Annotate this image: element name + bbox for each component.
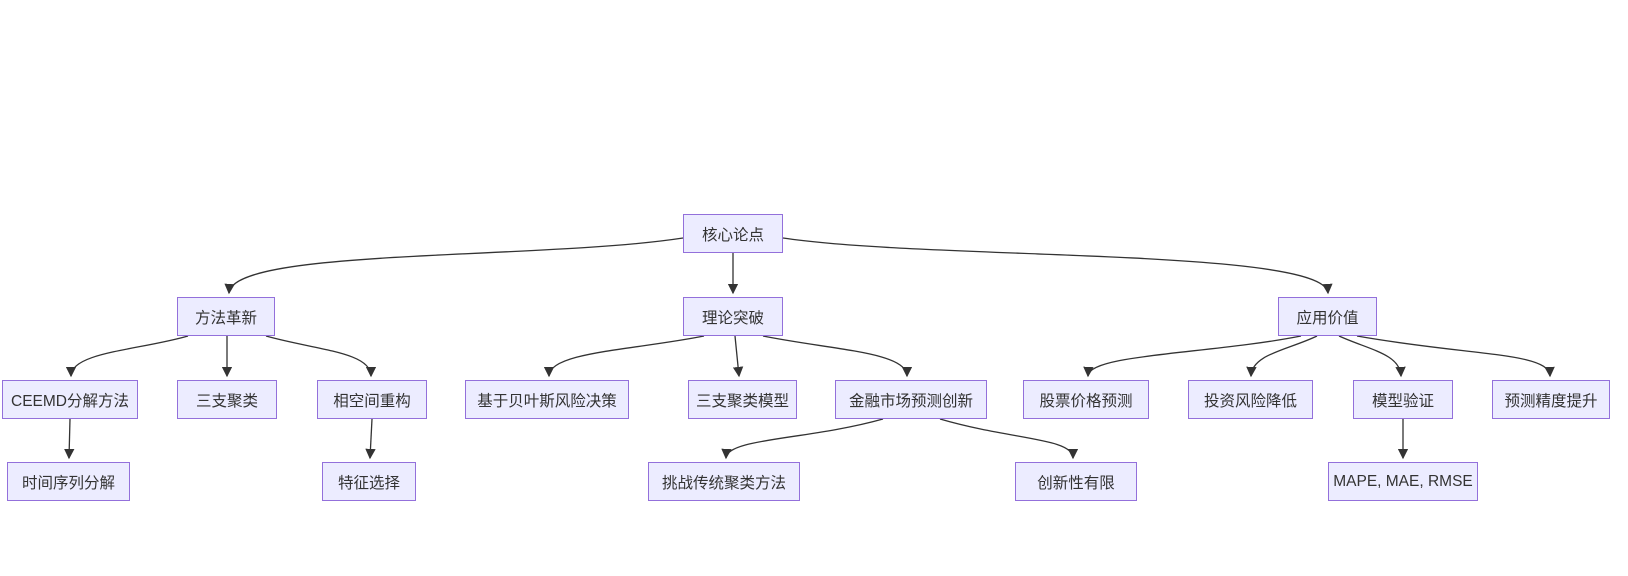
node-method-innovation: 方法革新 xyxy=(177,297,275,336)
node-model-validation: 模型验证 xyxy=(1353,380,1453,419)
edge-theory-breakthrough-financial-market-forecast-innovation xyxy=(762,335,913,378)
node-stock-price-prediction: 股票价格预测 xyxy=(1023,380,1149,419)
edge-financial-market-forecast-innovation-challenge-traditional-clustering xyxy=(721,418,884,460)
node-theory-breakthrough: 理论突破 xyxy=(683,297,783,336)
edge-theory-breakthrough-three-way-clustering-model xyxy=(732,335,744,378)
edge-theory-breakthrough-bayesian-risk-decision xyxy=(543,335,705,378)
edge-application-value-stock-price-prediction xyxy=(1083,335,1302,378)
edge-application-value-forecast-accuracy-improvement xyxy=(1356,335,1555,378)
edge-root-application-value xyxy=(782,237,1333,295)
node-bayesian-risk-decision: 基于贝叶斯风险决策 xyxy=(465,380,629,419)
edge-financial-market-forecast-innovation-limited-novelty xyxy=(939,418,1079,460)
node-challenge-traditional-clustering: 挑战传统聚类方法 xyxy=(648,462,800,501)
edge-application-value-investment-risk-reduction xyxy=(1246,335,1318,378)
node-feature-selection: 特征选择 xyxy=(322,462,416,501)
node-core-argument: 核心论点 xyxy=(683,214,783,253)
node-financial-market-forecast-innovation: 金融市场预测创新 xyxy=(835,380,987,419)
node-ceemd-decomposition: CEEMD分解方法 xyxy=(2,380,138,419)
node-three-way-clustering: 三支聚类 xyxy=(177,380,277,419)
node-three-way-clustering-model: 三支聚类模型 xyxy=(688,380,797,419)
edge-method-innovation-ceemd-decomposition xyxy=(65,335,189,378)
edge-application-value-model-validation xyxy=(1338,335,1406,378)
node-error-metrics: MAPE, MAE, RMSE xyxy=(1328,462,1478,501)
edge-ceemd-decomposition-time-series-decomposition xyxy=(64,418,75,460)
edge-phase-space-reconstruction-feature-selection xyxy=(365,418,376,460)
node-phase-space-reconstruction: 相空间重构 xyxy=(317,380,427,419)
edge-method-innovation-phase-space-reconstruction xyxy=(265,335,377,378)
node-time-series-decomposition: 时间序列分解 xyxy=(7,462,130,501)
node-limited-novelty: 创新性有限 xyxy=(1015,462,1137,501)
node-application-value: 应用价值 xyxy=(1278,297,1377,336)
edge-root-method-innovation xyxy=(224,237,684,295)
node-investment-risk-reduction: 投资风险降低 xyxy=(1188,380,1313,419)
node-forecast-accuracy-improvement: 预测精度提升 xyxy=(1492,380,1610,419)
